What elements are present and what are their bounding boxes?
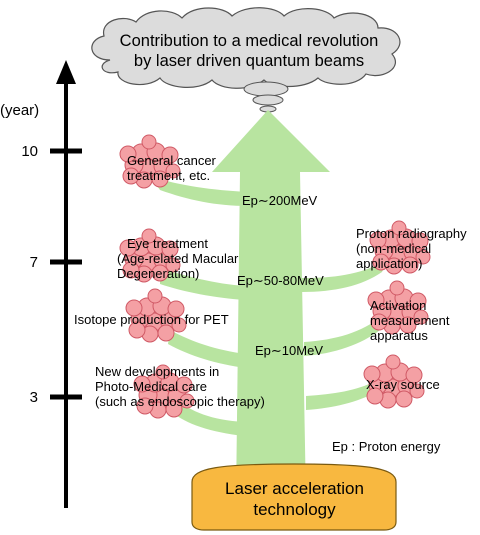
cloud-puff-2 — [252, 94, 284, 106]
label-line: (such as endoscopic therapy) — [95, 394, 265, 409]
label-new-developments: New developments in Photo-Medical care (… — [95, 364, 265, 409]
tick-label-3: 3 — [29, 389, 38, 406]
label-isotope-pet: Isotope production for PET — [74, 312, 229, 327]
label-proton-radiography: Proton radiography (non-medical applicat… — [356, 226, 467, 271]
base-label: Laser acceleration technology — [192, 478, 397, 520]
title-line-1: Contribution to a medical revolution — [119, 32, 379, 50]
label-line: Eye treatment — [127, 236, 208, 251]
label-line: Isotope production for PET — [74, 312, 229, 327]
label-general-cancer: General cancer treatment, etc. — [127, 153, 216, 183]
label-xray-source: X-ray source — [366, 377, 440, 392]
base-line-2: technology — [253, 500, 336, 519]
cloud-puff-1 — [243, 81, 289, 97]
energy-label-200: Ep∼200MeV — [242, 193, 318, 208]
right-branch-2 — [304, 314, 384, 356]
label-line: treatment, etc. — [127, 168, 211, 183]
label-line: Proton radiography — [356, 226, 467, 241]
trunk-group — [150, 110, 388, 500]
diagram-title: Contribution to a medical revolution by … — [96, 31, 402, 71]
tick-label-10: 10 — [21, 143, 38, 160]
label-line: New developments in — [95, 364, 220, 379]
left-branch-4 — [172, 398, 244, 436]
label-line: application) — [356, 256, 423, 271]
label-line: (Age-related Macular — [117, 251, 239, 266]
cloud-shape — [91, 7, 401, 89]
energy-label-50-80: Ep∼50-80MeV — [237, 273, 324, 288]
title-line-2: by laser driven quantum beams — [133, 52, 365, 70]
label-line: X-ray source — [366, 377, 440, 392]
trunk-arrow — [212, 110, 330, 500]
label-line: Degeneration) — [117, 266, 200, 281]
axis-unit-label: (year) — [0, 102, 40, 119]
label-line: measurement — [370, 313, 450, 328]
label-line: apparatus — [370, 328, 428, 343]
left-branch-3 — [168, 330, 246, 368]
label-line: General cancer — [127, 153, 216, 168]
energy-label-10: Ep∼10MeV — [255, 343, 323, 358]
label-line: Photo-Medical care — [95, 379, 207, 394]
label-line: (non-medical — [356, 241, 432, 256]
tick-label-7: 7 — [29, 254, 38, 271]
right-branch-3 — [306, 378, 380, 410]
label-activation: Activation measurement apparatus — [370, 298, 449, 343]
title-cloud — [91, 7, 401, 113]
base-shape — [191, 463, 397, 531]
base-line-1: Laser acceleration — [225, 479, 364, 498]
left-branch-2 — [160, 268, 246, 300]
label-eye-treatment: Eye treatment (Age-related Macular Degen… — [117, 236, 238, 281]
time-axis — [50, 60, 82, 508]
left-branch-1 — [150, 176, 248, 206]
axis-arrow-head — [56, 60, 76, 84]
right-branch-1 — [302, 258, 388, 292]
proton-energy-note: Ep : Proton energy — [332, 439, 441, 454]
label-line: Activation — [370, 298, 427, 313]
